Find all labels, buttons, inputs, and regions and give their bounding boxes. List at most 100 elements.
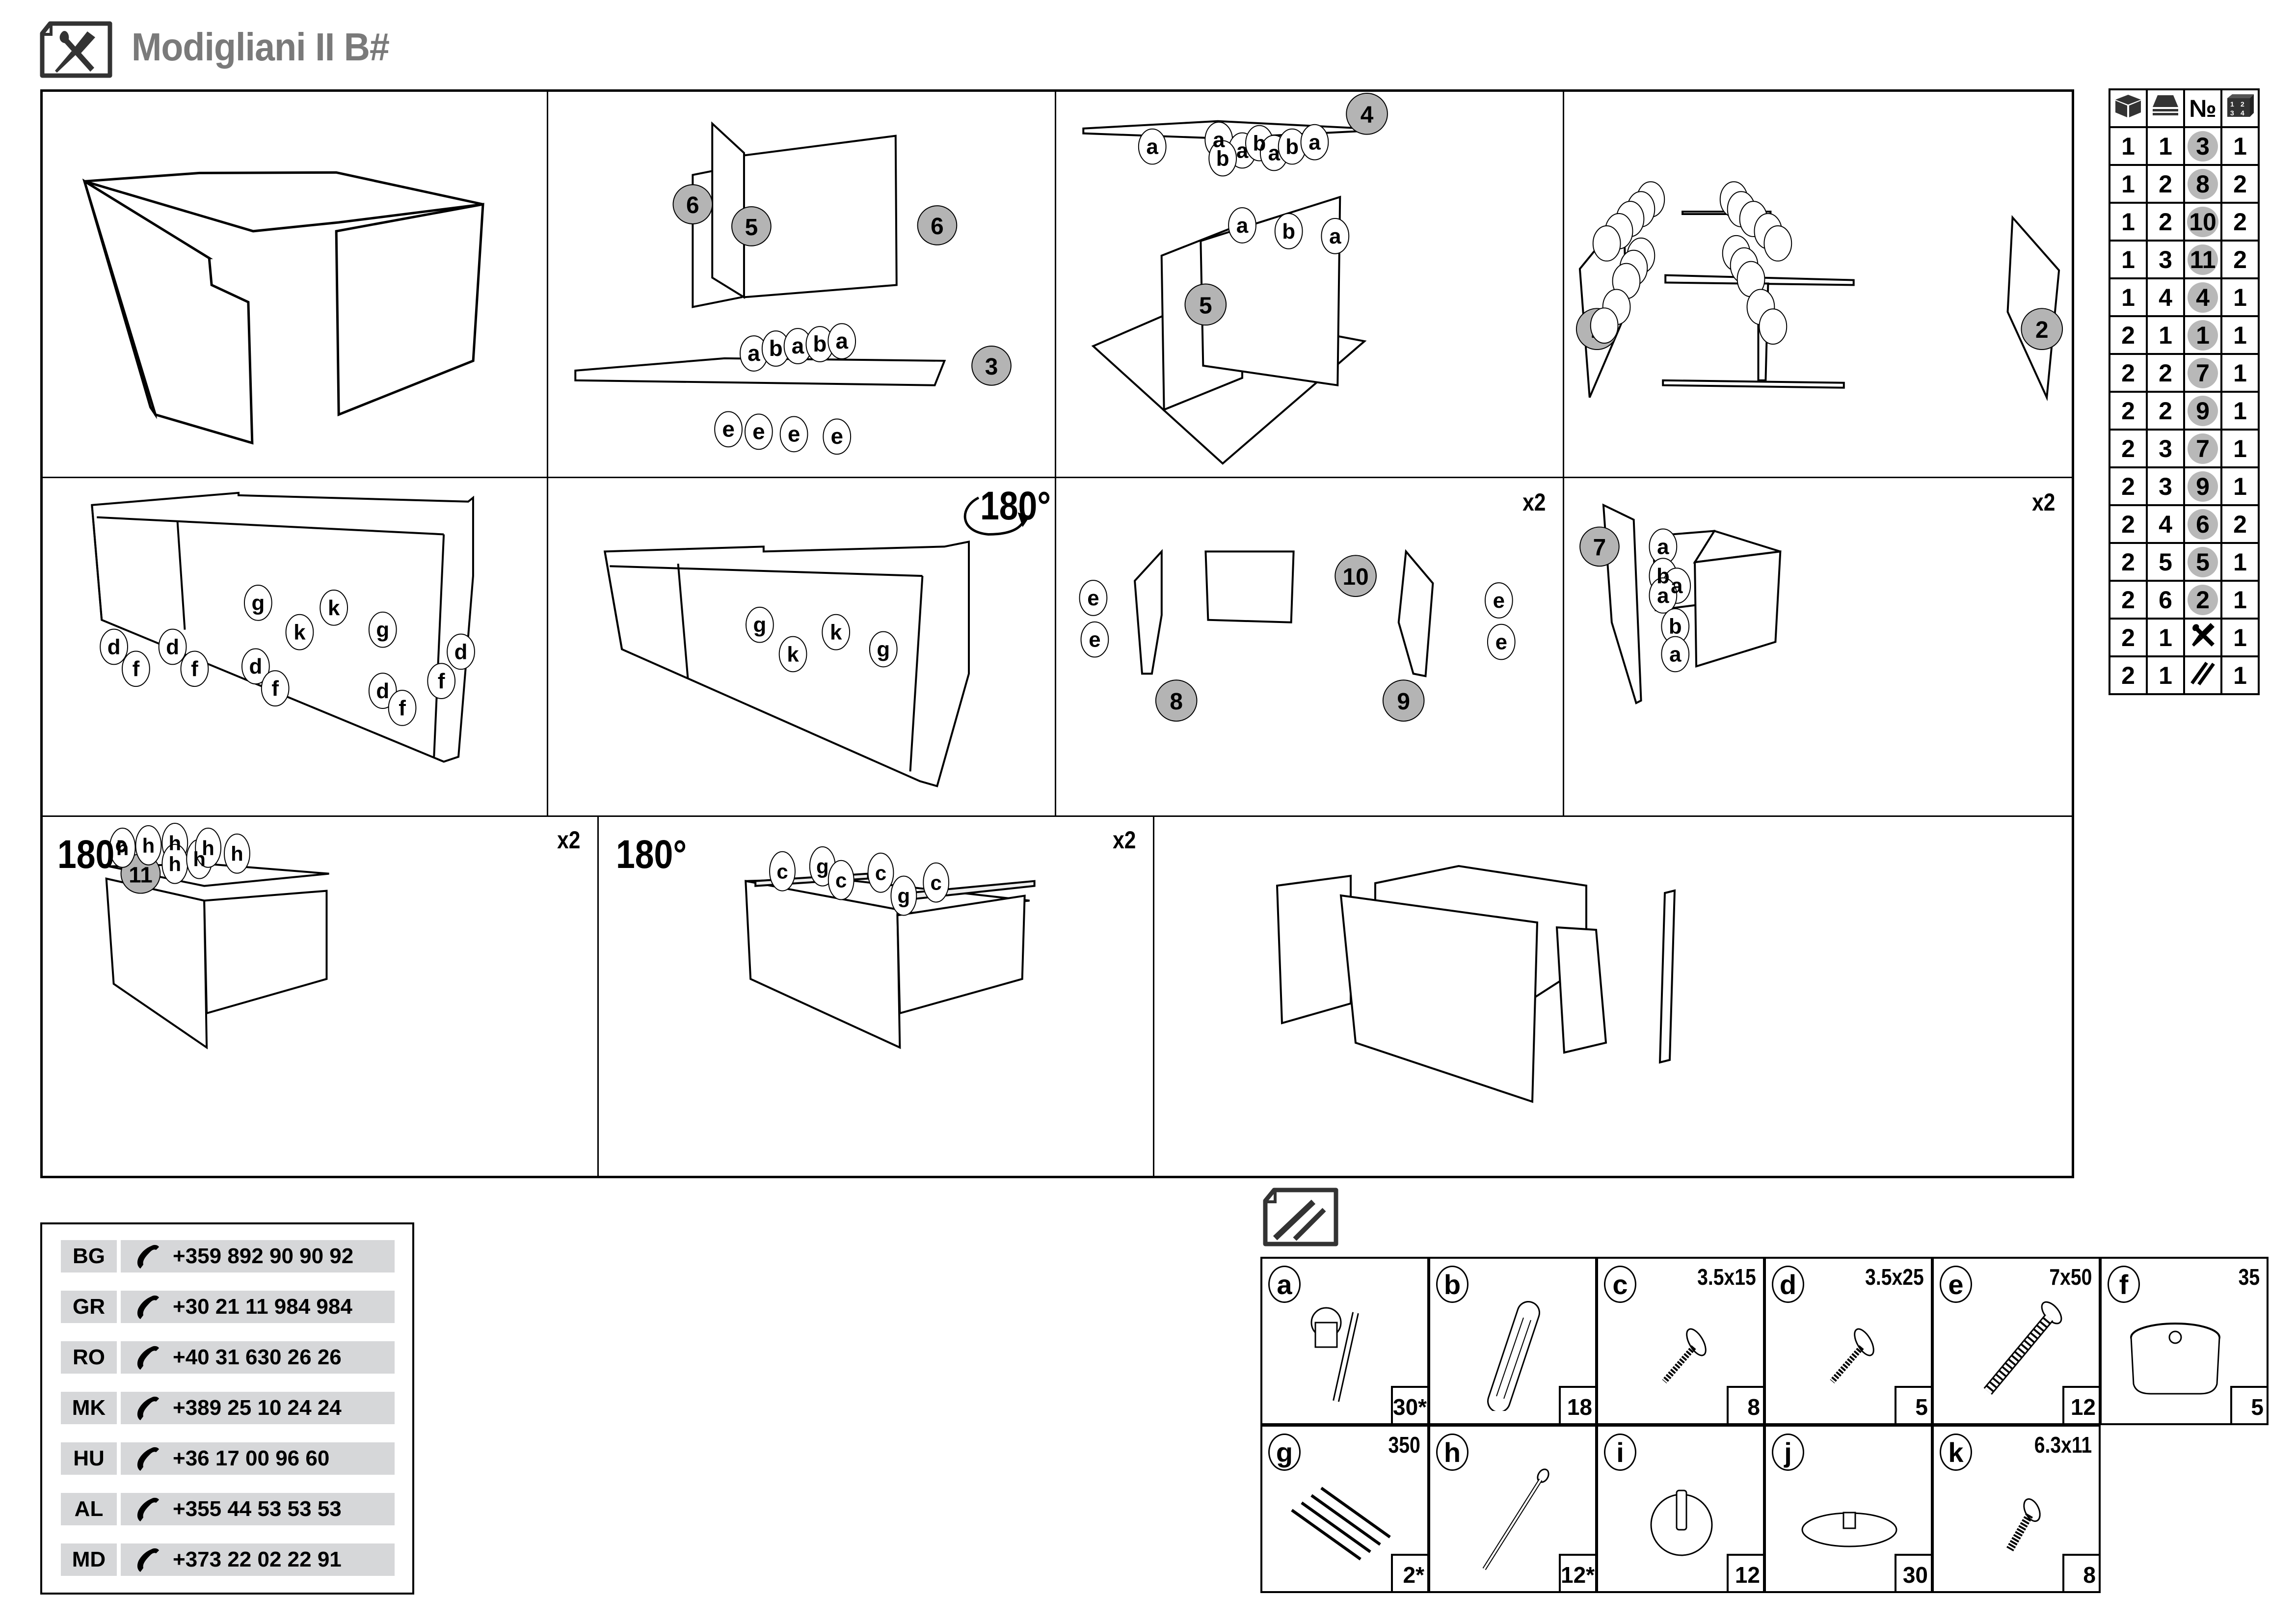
level-number-value: 5 bbox=[2159, 548, 2172, 576]
fitting-callouts bbox=[1590, 181, 1792, 345]
svg-text:4: 4 bbox=[1361, 102, 1374, 128]
level-number-value: 2 bbox=[2159, 397, 2172, 425]
part-number-value: 6 bbox=[2188, 509, 2218, 540]
level-number: 1 bbox=[2146, 655, 2185, 695]
svg-text:e: e bbox=[722, 416, 734, 441]
phone-number-text: +36 17 00 96 60 bbox=[173, 1446, 330, 1470]
phone-number[interactable]: +359 892 90 90 92 bbox=[121, 1240, 395, 1272]
package-number-value: 1 bbox=[2121, 208, 2135, 236]
svg-text:e: e bbox=[752, 419, 765, 444]
fitting-callouts bbox=[714, 323, 856, 455]
phone-number[interactable]: +389 25 10 24 24 bbox=[121, 1392, 395, 1424]
svg-text:1: 1 bbox=[2230, 100, 2234, 108]
country-code: RO bbox=[61, 1341, 117, 1374]
part-number-value: 9 bbox=[2188, 471, 2218, 502]
phone-icon bbox=[137, 1497, 159, 1521]
part-label-badges: 6 5 6 3 bbox=[672, 184, 1012, 386]
part-quantity-value: 2 bbox=[2233, 510, 2247, 538]
part-7-badge bbox=[1579, 526, 1620, 567]
package-number: 2 bbox=[2109, 580, 2148, 620]
level-number-value: 2 bbox=[2159, 359, 2172, 387]
phone-number[interactable]: +355 44 53 53 53 bbox=[121, 1493, 395, 1525]
package-number-value: 1 bbox=[2121, 170, 2135, 198]
part-quantity: 1 bbox=[2220, 580, 2260, 620]
part-number-value: 11 bbox=[2188, 244, 2218, 275]
part-quantity: 1 bbox=[2220, 542, 2260, 582]
svg-text:g: g bbox=[898, 885, 910, 908]
phone-number[interactable]: +40 31 630 26 26 bbox=[121, 1341, 395, 1374]
package-number: 2 bbox=[2109, 429, 2148, 468]
svg-text:a: a bbox=[1213, 128, 1225, 152]
phone-number[interactable]: +30 21 11 984 984 bbox=[121, 1291, 395, 1323]
part-number-value: 10 bbox=[2187, 206, 2218, 237]
level-number: 1 bbox=[2146, 315, 2185, 355]
contact-row: BG+359 892 90 90 92 bbox=[61, 1240, 395, 1272]
phone-number[interactable]: +36 17 00 96 60 bbox=[121, 1442, 395, 1475]
level-number: 2 bbox=[2146, 391, 2185, 431]
svg-text:h: h bbox=[231, 842, 243, 866]
svg-text:d: d bbox=[249, 654, 262, 678]
package-number-value: 1 bbox=[2121, 132, 2135, 160]
svg-text:a: a bbox=[1657, 535, 1669, 559]
country-code: MD bbox=[61, 1543, 117, 1576]
country-code: GR bbox=[61, 1291, 117, 1323]
hardware-letter: f bbox=[2108, 1266, 2140, 1303]
svg-text:a: a bbox=[748, 341, 760, 366]
screw-icon bbox=[1830, 1328, 1874, 1383]
level-number: 3 bbox=[2146, 240, 2185, 279]
hardware-letter: h bbox=[1436, 1434, 1468, 1471]
phone-number[interactable]: +373 22 02 22 91 bbox=[121, 1543, 395, 1576]
part-quantity-value: 1 bbox=[2233, 321, 2247, 349]
cam-lock-icon bbox=[1310, 1307, 1359, 1402]
hardware-letter: j bbox=[1772, 1434, 1804, 1471]
part-number: 10 bbox=[2183, 202, 2222, 242]
level-number-value: 3 bbox=[2159, 472, 2172, 500]
contact-row: MD+373 22 02 22 91 bbox=[61, 1543, 395, 1576]
package-number: 1 bbox=[2109, 240, 2148, 279]
part-quantity: 1 bbox=[2220, 429, 2260, 468]
svg-text:4: 4 bbox=[2241, 109, 2244, 117]
level-number-value: 2 bbox=[2159, 208, 2172, 236]
package-number: 1 bbox=[2109, 164, 2148, 204]
fitting-callouts bbox=[1138, 121, 1350, 254]
hardware-size: 3.5x15 bbox=[1697, 1264, 1756, 1290]
package-icon bbox=[2109, 88, 2148, 128]
phone-icon bbox=[137, 1346, 159, 1370]
svg-text:f: f bbox=[133, 657, 140, 681]
package-number: 2 bbox=[2109, 315, 2148, 355]
svg-text:e: e bbox=[1087, 586, 1099, 610]
part-quantity-value: 1 bbox=[2233, 132, 2247, 160]
svg-text:g: g bbox=[251, 591, 265, 615]
svg-text:a: a bbox=[792, 333, 804, 358]
part-number: 3 bbox=[2183, 126, 2222, 166]
hardware-quantity: 8 bbox=[1727, 1386, 1765, 1425]
repeat-x2-label: x2 bbox=[2032, 488, 2056, 516]
part-quantity-value: 2 bbox=[2233, 170, 2247, 198]
fitting-callouts bbox=[100, 585, 475, 726]
hardware-quantity: 12* bbox=[1559, 1554, 1597, 1593]
hardware-quantity: 18 bbox=[1559, 1386, 1597, 1425]
screws-icon bbox=[2183, 655, 2222, 695]
contact-row: HU+36 17 00 96 60 bbox=[61, 1442, 395, 1475]
part-number: 9 bbox=[2183, 391, 2222, 431]
part-quantity-value: 2 bbox=[2233, 208, 2247, 236]
package-number-value: 2 bbox=[2121, 472, 2135, 500]
part-number-value: 2 bbox=[2188, 584, 2218, 615]
level-number: 6 bbox=[2146, 580, 2185, 620]
svg-text:f: f bbox=[399, 696, 406, 720]
svg-text:f: f bbox=[191, 657, 198, 681]
part-10-badge bbox=[1335, 555, 1377, 597]
